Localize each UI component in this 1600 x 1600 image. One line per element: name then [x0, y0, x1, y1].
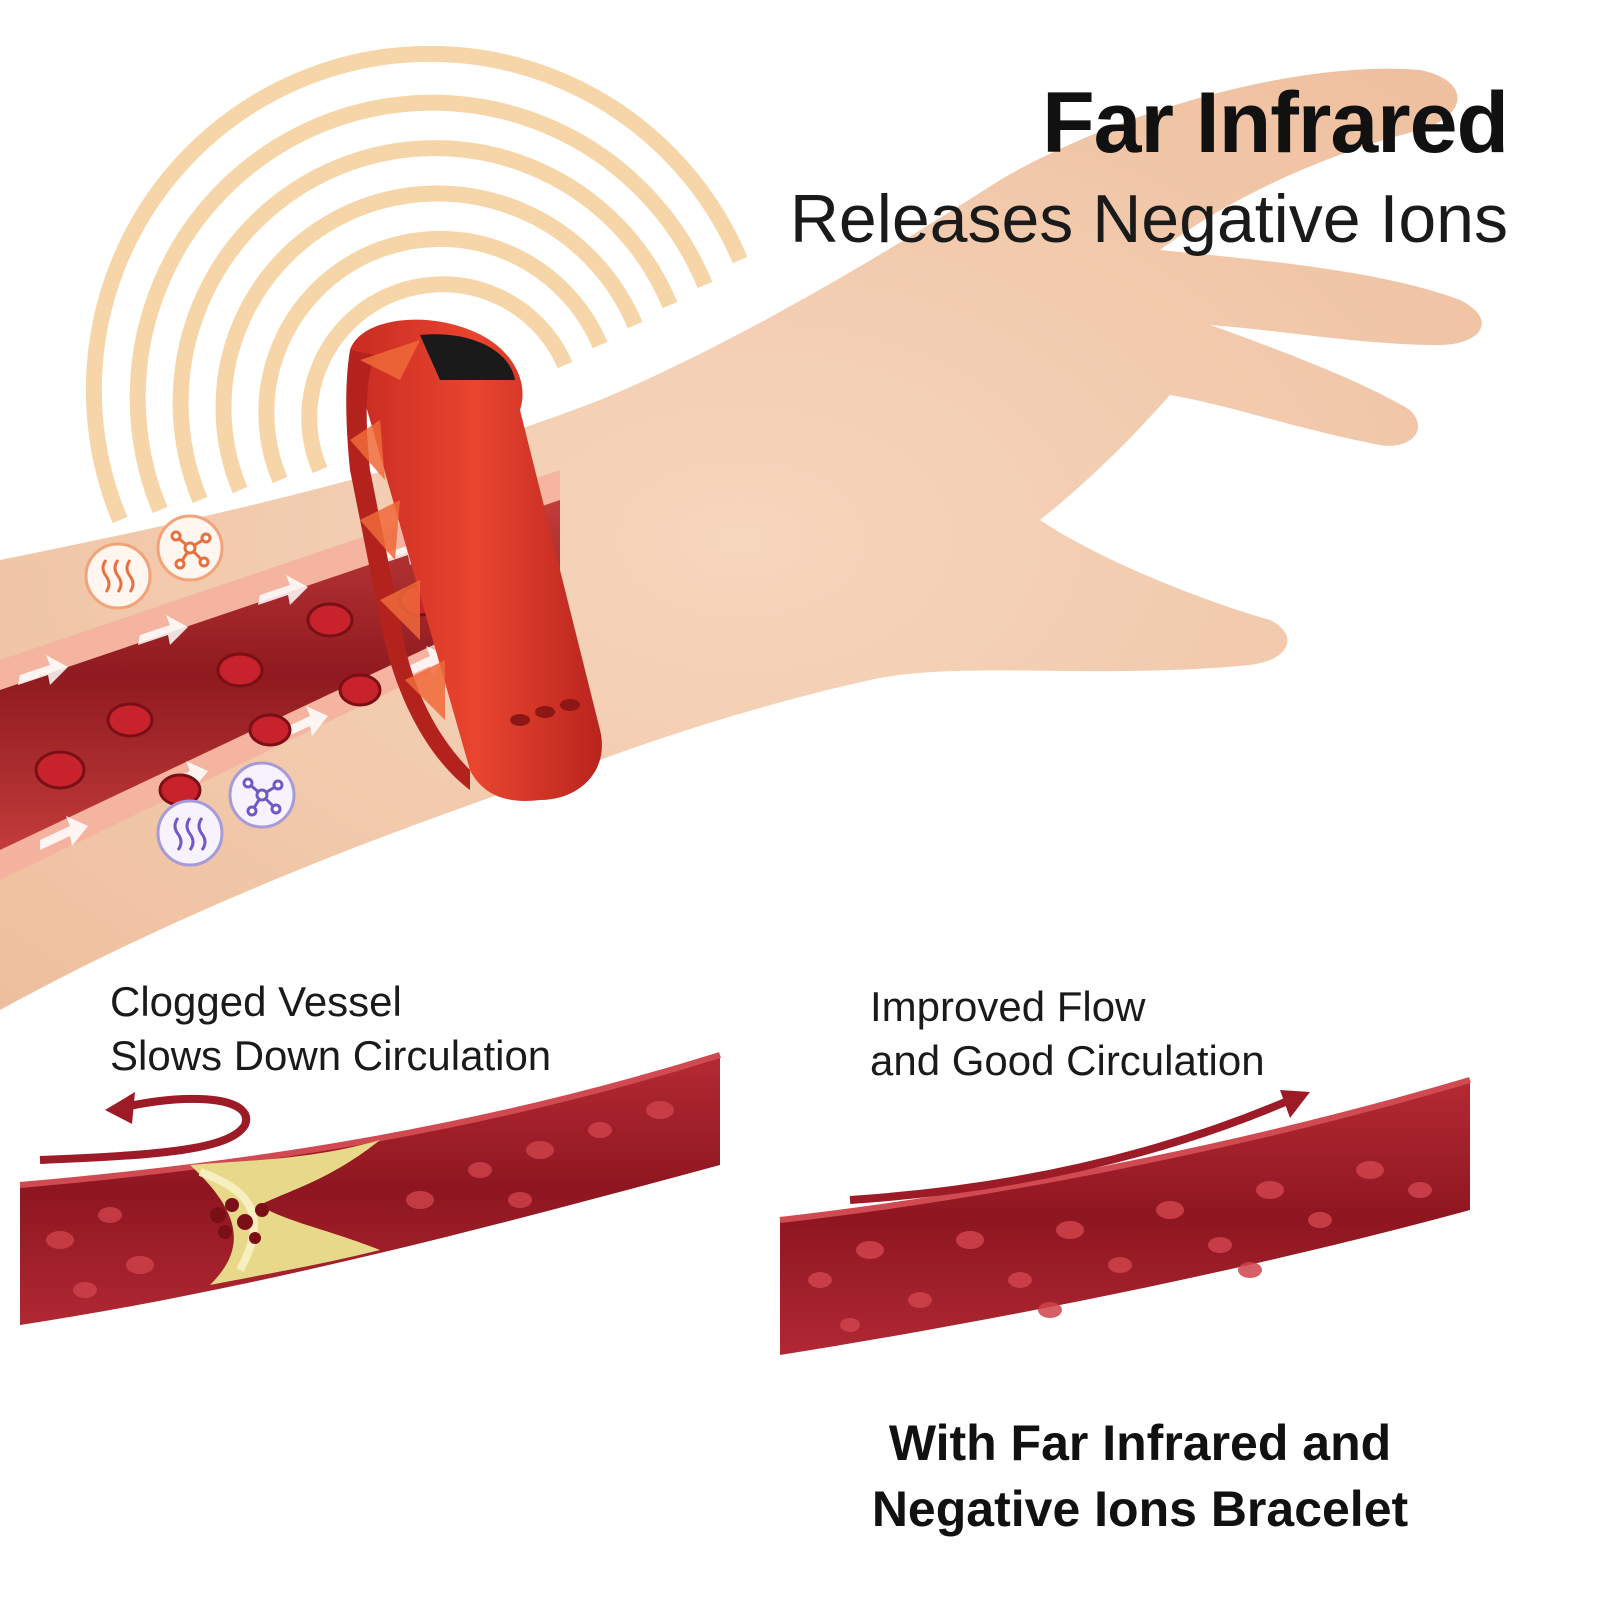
forward-flow-arrow: [849, 1090, 1310, 1204]
arm: [0, 68, 1482, 1010]
headline-title: Far Infrared: [1042, 75, 1509, 171]
bracelet-caption-line2: Negative Ions Bracelet: [871, 1481, 1409, 1537]
healthy-vessel: [779, 1077, 1471, 1355]
bracelet: [346, 319, 602, 801]
improved-flow-caption: Improved Flow and Good Circulation: [870, 980, 1265, 1088]
molecule-icon: [156, 514, 224, 582]
bracelet-caption-line1: With Far Infrared and: [888, 1415, 1392, 1471]
headline-subtitle: Releases Negative Ions: [789, 181, 1508, 257]
heat-waves-icon: [84, 542, 152, 610]
clogged-vessel-caption: Clogged Vessel Slows Down Circulation: [110, 975, 551, 1083]
heat-waves-icon: [156, 799, 224, 867]
clogged-caption-line2: Slows Down Circulation: [110, 1032, 552, 1079]
improved-caption-line2: and Good Circulation: [870, 1037, 1265, 1084]
molecule-icon: [228, 761, 296, 829]
clogged-caption-line1: Clogged Vessel: [110, 978, 402, 1025]
bracelet-caption: With Far Infrared and Negative Ions Brac…: [850, 1410, 1430, 1542]
clogged-vessel: [19, 1052, 721, 1325]
reverse-flow-arrow: [39, 1092, 251, 1164]
improved-caption-line1: Improved Flow: [870, 983, 1146, 1030]
far-infrared-waves: [85, 45, 748, 524]
